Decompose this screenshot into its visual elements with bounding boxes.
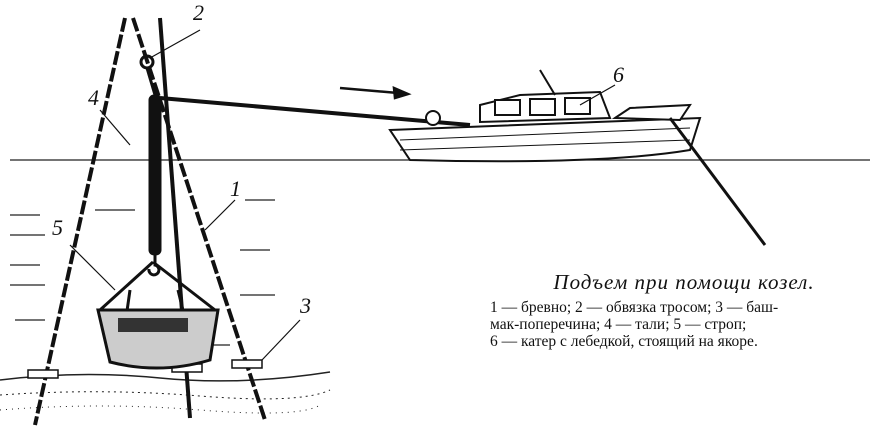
winch-rope bbox=[159, 96, 471, 127]
motor-boat bbox=[388, 69, 702, 163]
hoist-tackle bbox=[145, 67, 162, 277]
leader-lines bbox=[69, 29, 616, 361]
anchor-line bbox=[668, 117, 767, 246]
label-4: 4 bbox=[88, 85, 99, 110]
direction-arrow bbox=[339, 86, 412, 100]
caption-title: Подъем при помощи козел. bbox=[553, 270, 815, 294]
sunken-boat bbox=[96, 308, 220, 370]
label-2: 2 bbox=[193, 0, 204, 25]
caption-line-3: 6 — катер с лебедкой, стоящий на якоре. bbox=[490, 333, 758, 350]
figure-caption: Подъем при помощи козел. 1 — бревно; 2 —… bbox=[490, 270, 878, 350]
caption-line-2: мак-поперечина; 4 — тали; 5 — строп; bbox=[490, 316, 747, 333]
caption-line-1: 1 — бревно; 2 — обвязка тросом; 3 — баш- bbox=[490, 299, 779, 316]
label-3: 3 bbox=[300, 293, 311, 318]
label-5: 5 bbox=[52, 215, 63, 240]
label-6: 6 bbox=[613, 62, 624, 87]
label-1: 1 bbox=[230, 176, 241, 201]
